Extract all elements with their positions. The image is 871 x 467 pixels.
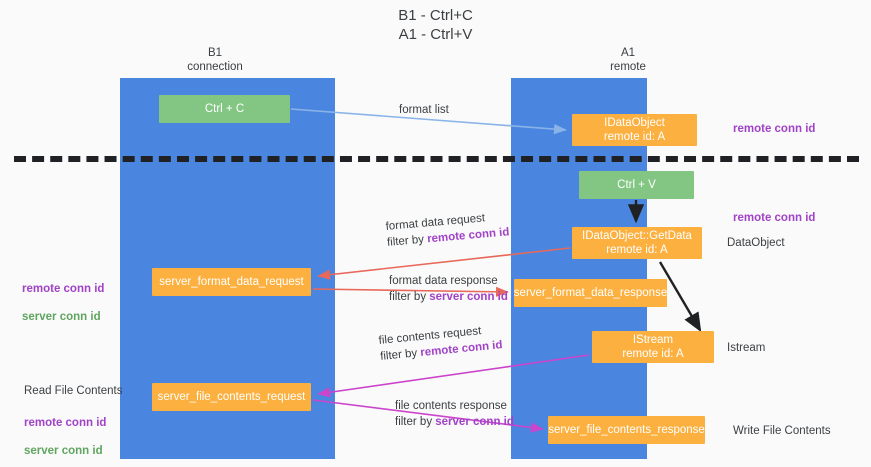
edge-label-format-data-response-text: format data response [389,275,498,287]
node-istream[interactable]: IStream remote id: A [592,331,714,363]
edge-label-file-contents-response-filter: filter by server conn id [395,414,514,430]
node-server-format-data-request[interactable]: server_format_data_request [152,268,311,296]
filter-prefix: filter by [395,416,436,428]
diagram-title: B1 - Ctrl+C A1 - Ctrl+V [398,7,473,43]
node-server-format-data-response[interactable]: server_format_data_response [514,279,667,307]
label-remote-conn-id-mid: remote conn id [733,212,816,224]
label-left-remote-conn-id-2: remote conn id [24,417,107,429]
node-ctrl-c[interactable]: Ctrl + C [159,95,290,123]
label-remote-conn-id-top: remote conn id [733,123,816,135]
filter-key-server-conn-id: server conn id [429,291,508,303]
label-read-file-contents: Read File Contents [24,385,123,397]
filter-prefix: filter by [386,233,428,249]
label-left-conn-ids-lower: remote conn id server conn id [24,402,106,467]
edge-label-format-data-response: format data response filter by server co… [389,273,508,305]
edge-label-format-list-text: format list [399,104,449,116]
label-left-server-conn-id: server conn id [22,311,101,323]
edge-label-format-list: format list [399,102,449,118]
edge-label-format-data-response-filter: filter by server conn id [389,289,508,305]
node-idataobject-getdata[interactable]: IDataObject::GetData remote id: A [572,227,702,259]
phase-separator [14,156,859,162]
edge-label-file-contents-request: file contents request filter by remote c… [378,321,503,365]
node-server-file-contents-response[interactable]: server_file_contents_response [548,416,705,444]
label-left-remote-conn-id: remote conn id [22,283,105,295]
column-header-a1: A1 remote [610,47,646,73]
edge-label-file-contents-response-text: file contents response [395,400,507,412]
edge-label-format-data-request: format data request filter by remote con… [385,208,510,251]
node-server-file-contents-request[interactable]: server_file_contents_request [152,383,311,411]
filter-prefix: filter by [389,291,430,303]
label-left-conn-ids-upper: remote conn id server conn id [22,268,104,338]
node-idataobject[interactable]: IDataObject remote id: A [572,114,697,146]
node-ctrl-v[interactable]: Ctrl + V [579,171,694,199]
label-istream: Istream [727,342,766,354]
label-write-file-contents: Write File Contents [733,425,831,437]
label-dataobject: DataObject [727,237,785,249]
filter-prefix: filter by [379,347,421,363]
filter-key-server-conn-id: server conn id [435,416,514,428]
column-header-b1: B1 connection [187,47,243,73]
label-left-server-conn-id-2: server conn id [24,445,103,457]
swimlane-a1-lower [511,160,647,459]
edge-label-file-contents-response: file contents response filter by server … [395,398,514,430]
